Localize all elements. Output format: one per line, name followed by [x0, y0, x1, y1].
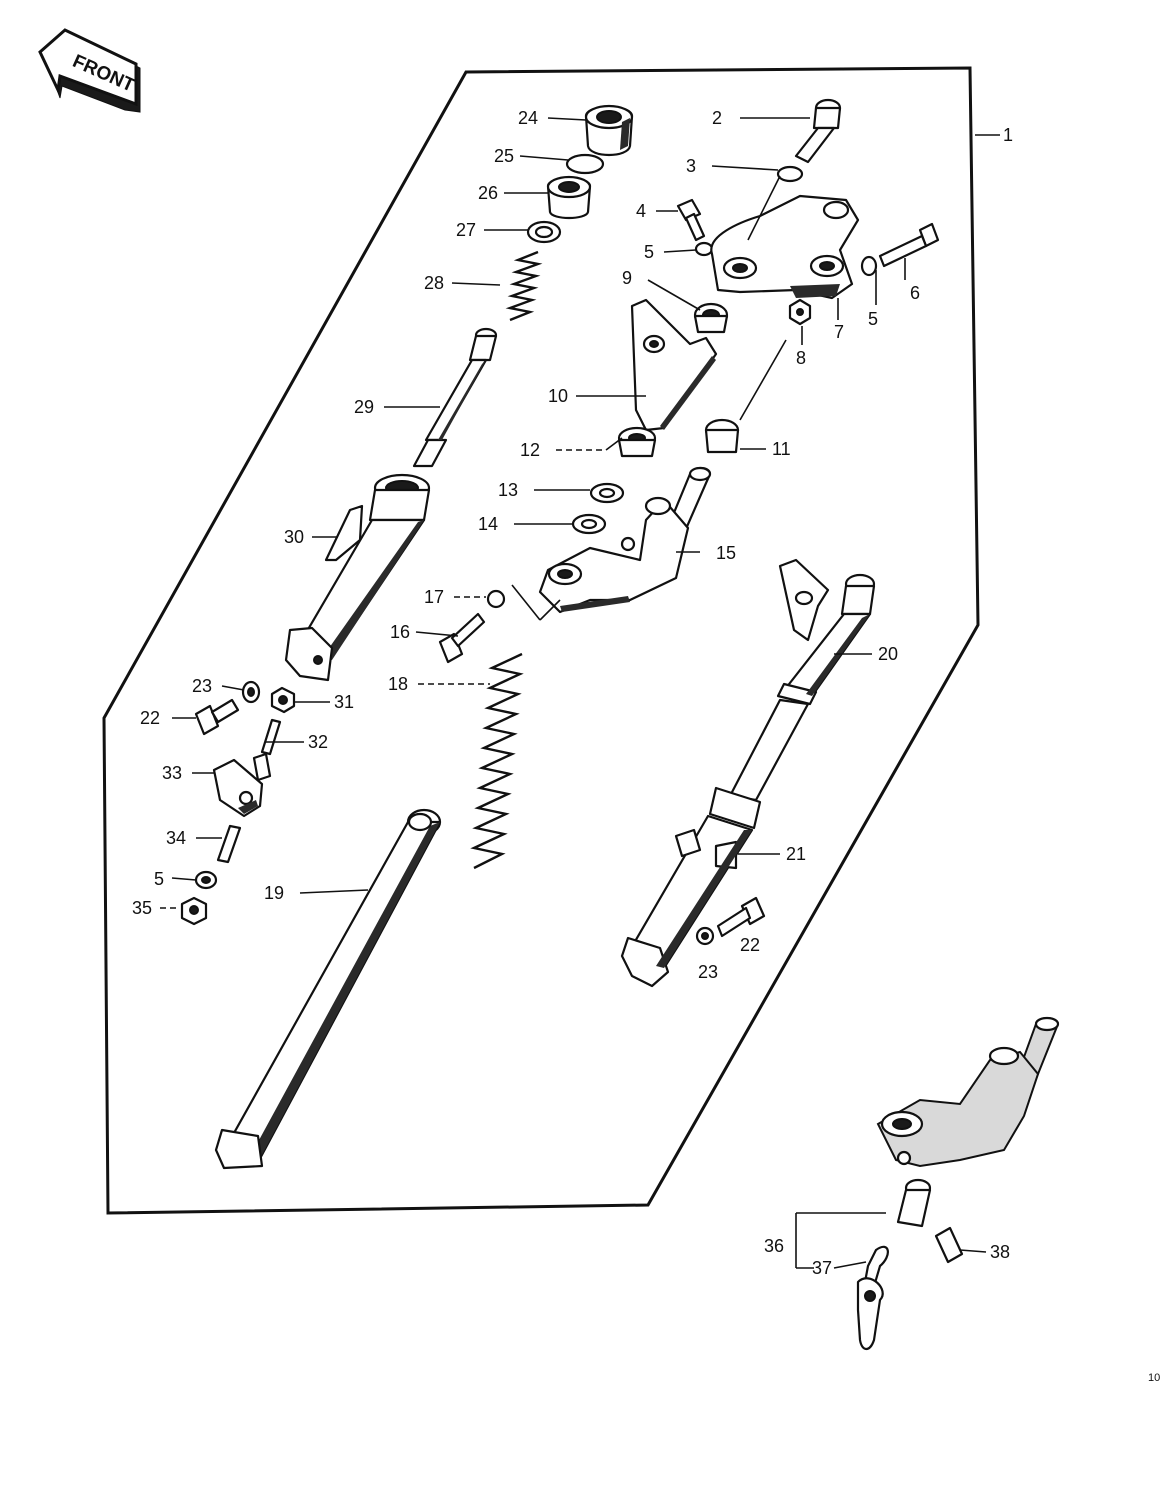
callout-16: 16: [390, 622, 410, 642]
callout-2: 2: [712, 108, 722, 128]
leader-lines: [160, 117, 1000, 1269]
callout-14: 14: [478, 514, 498, 534]
callout-numbers: 1 2 3 4 5 6 7 5 8 9 10 11 12 13 14 15 16…: [132, 108, 1013, 1278]
callout-5-top: 5: [644, 242, 654, 262]
callout-21: 21: [786, 844, 806, 864]
callout-23-right: 23: [698, 962, 718, 982]
outer-tube-30: [284, 473, 431, 682]
nut-8: [788, 298, 812, 326]
washer-13: [589, 482, 625, 504]
callout-30: 30: [284, 527, 304, 547]
clamp-33: [212, 758, 264, 818]
washer-23-right: [695, 926, 715, 946]
bushing-17: [486, 589, 506, 609]
lock-cylinder-36: [896, 1178, 932, 1228]
bolt-16: [438, 612, 486, 664]
stud-32: [252, 718, 282, 782]
bolt-2: [794, 98, 842, 164]
callout-29: 29: [354, 397, 374, 417]
bolt-22-left: [194, 698, 240, 736]
callout-5-left: 5: [154, 869, 164, 889]
spring-28: [505, 250, 543, 322]
callout-31: 31: [334, 692, 354, 712]
steering-stem-15: [538, 466, 712, 614]
callout-19: 19: [264, 883, 284, 903]
callout-36: 36: [764, 1236, 784, 1256]
bolt-6: [878, 222, 940, 268]
callout-15: 15: [716, 543, 736, 563]
bolt-22-right: [716, 896, 766, 938]
key-37: [856, 1245, 889, 1351]
callout-17: 17: [424, 587, 444, 607]
callout-20: 20: [878, 644, 898, 664]
fork-cap-24: [584, 104, 634, 157]
assembly-frame: [102, 66, 980, 1215]
callout-13: 13: [498, 480, 518, 500]
callout-28: 28: [424, 273, 444, 293]
callout-25: 25: [494, 146, 514, 166]
fork-spring-18: [470, 652, 524, 870]
callout-5-right: 5: [868, 309, 878, 329]
damper-rod-29: [412, 327, 498, 468]
washer-23-left: [241, 680, 261, 704]
seal-27: [526, 220, 562, 244]
oring-3: [776, 165, 804, 183]
stud-34: [216, 824, 242, 864]
bracket-10: [630, 298, 718, 432]
callout-22-left: 22: [140, 708, 160, 728]
callout-12: 12: [520, 440, 540, 460]
washer-14: [571, 513, 607, 535]
callout-11: 11: [772, 439, 791, 459]
washer-5-left: [194, 870, 218, 890]
washer-5-right: [860, 255, 878, 277]
steering-lock-assembly: [876, 1016, 1060, 1168]
callout-7: 7: [834, 322, 844, 342]
spring-38: [934, 1226, 964, 1264]
nut-31: [270, 686, 296, 714]
fork-tube-20: [728, 558, 876, 802]
outer-leg-21: [620, 786, 762, 988]
callout-1: 1: [1003, 125, 1013, 145]
washer-5-top: [694, 241, 714, 257]
inner-tube-19: [214, 808, 442, 1170]
callout-22-right: 22: [740, 935, 760, 955]
callout-9: 9: [622, 268, 632, 288]
front-arrow-badge: FRONT: [38, 28, 141, 113]
bushing-11: [704, 418, 740, 454]
callout-38: 38: [990, 1242, 1010, 1262]
callout-8: 8: [796, 348, 806, 368]
upper-bracket-7: [710, 194, 860, 300]
callout-3: 3: [686, 156, 696, 176]
callout-18: 18: [388, 674, 408, 694]
callout-27: 27: [456, 220, 476, 240]
callout-24: 24: [518, 108, 538, 128]
snap-ring-25: [565, 153, 605, 175]
callout-23-left: 23: [192, 676, 212, 696]
cap-nut-35: [180, 896, 208, 926]
page-reference: 10: [1148, 1372, 1160, 1384]
callout-26: 26: [478, 183, 498, 203]
bolt-4: [676, 198, 706, 242]
callout-4: 4: [636, 201, 646, 221]
bushing-26: [546, 175, 592, 220]
callout-37: 37: [812, 1258, 832, 1278]
callout-6: 6: [910, 283, 920, 303]
callout-35: 35: [132, 898, 152, 918]
callout-33: 33: [162, 763, 182, 783]
bushing-12: [617, 426, 657, 458]
callout-10: 10: [548, 386, 568, 406]
collar-9: [693, 302, 729, 334]
callout-32: 32: [308, 732, 328, 752]
callout-34: 34: [166, 828, 186, 848]
